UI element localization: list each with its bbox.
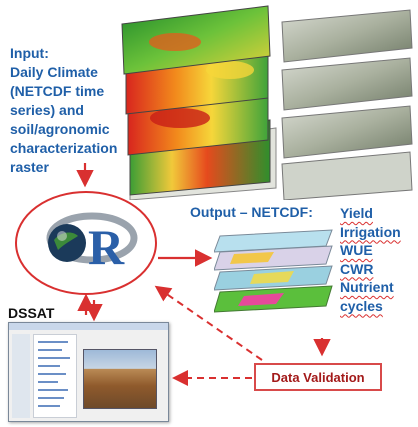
r-logo-letter: R [88,219,125,275]
dssat-label: DSSAT [8,305,55,321]
landscape-photo [83,349,157,409]
output-title: Output – NETCDF: [190,204,313,220]
data-validation-box: Data Validation [254,363,382,391]
satellite-layers [281,9,413,200]
output-layers-illustration [214,229,333,313]
output-item-cwr: CWR [340,260,374,277]
output-item-cycles: cycles [340,297,383,314]
double-arrow-icon [77,293,103,322]
input-description: Input: Daily Climate (NETCDF time series… [10,45,118,175]
output-item-irrigation: Irrigation [340,223,401,240]
dssat-screenshot [8,322,169,422]
layer-1 [121,5,271,75]
screenshot-titlebar [9,323,168,330]
screenshot-toolbar [12,334,30,418]
output-item-yield: Yield [340,205,373,221]
climate-soil-layers-illustration [121,5,413,200]
screenshot-tree [33,334,77,418]
output-item-wue: WUE [340,242,373,258]
output-list: Yield Irrigation WUE CWR Nutrient cycles [340,204,418,315]
dashed-arrow-icon [154,285,263,361]
output-item-nutrient: Nutrient [340,279,394,295]
r-logo-icon: R [15,191,157,295]
